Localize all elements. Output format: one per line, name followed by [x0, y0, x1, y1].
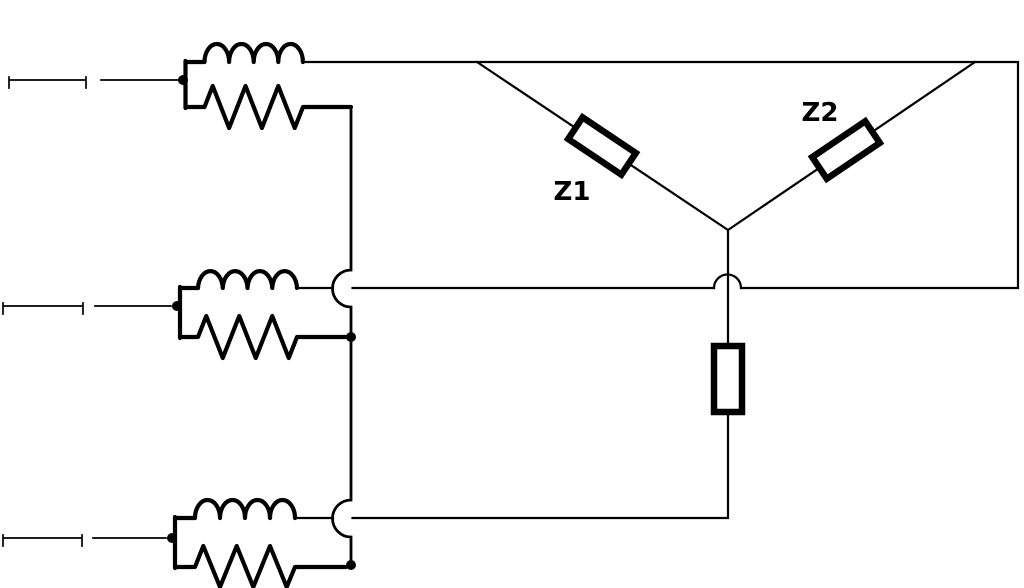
bus-junction-node-phase-3 — [346, 560, 356, 570]
phase-2-source-wire — [2, 302, 172, 315]
phase-1-resistor — [183, 83, 354, 131]
impedance-z2-label: Z2 — [802, 98, 839, 128]
resistor-bus — [331, 105, 356, 570]
phase-2-inductor — [177, 269, 300, 291]
impedance-z3-box — [710, 342, 746, 416]
phase-2-resistor — [177, 313, 349, 361]
top-rail-and-right-edge-wire — [301, 60, 1020, 290]
phase-3-inductor — [172, 497, 298, 521]
phase-3-line-rail-right — [351, 410, 730, 520]
wye-impedance-network: Z1 Z2 — [475, 60, 977, 416]
bus-junction-node-phase-2 — [346, 332, 356, 342]
phase-3 — [2, 410, 730, 588]
phase-3-resistor — [172, 543, 349, 588]
phase-3-junction-node — [167, 533, 177, 543]
impedance-z1-box — [563, 112, 641, 180]
phase-1-source-wire — [8, 76, 179, 89]
phase-1-inductor — [183, 41, 305, 65]
phase-2-junction-node — [172, 301, 182, 311]
phase-2 — [2, 269, 743, 361]
bus-wire-with-hops — [331, 105, 353, 565]
impedance-z1-label: Z1 — [554, 177, 591, 207]
phase-3-source-wire — [2, 534, 167, 547]
phase-1 — [8, 41, 354, 131]
phase-1-junction-node — [178, 75, 188, 85]
impedance-z2-box — [807, 116, 885, 184]
